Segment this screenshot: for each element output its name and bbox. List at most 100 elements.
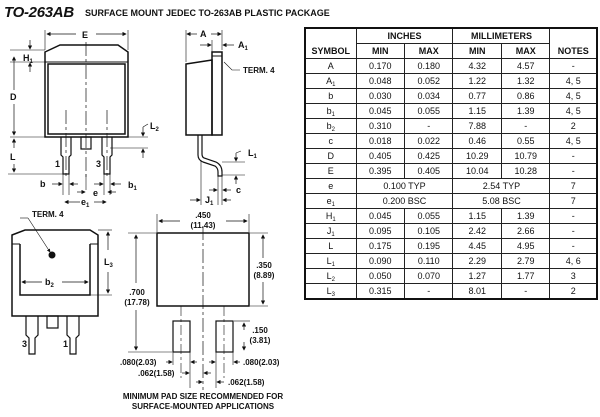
- notes-cell: 4, 5: [549, 133, 598, 149]
- symbol-cell: b: [304, 88, 357, 104]
- mm-max-cell: -: [500, 283, 551, 300]
- mm-min-cell: 1.15: [452, 103, 502, 119]
- svg-text:e1: e1: [81, 197, 90, 209]
- dimensions-table: SYMBOL INCHES MILLIMETERS NOTES MIN MAX …: [304, 27, 598, 300]
- svg-text:H1: H1: [23, 53, 34, 65]
- symbol-cell: H1: [304, 208, 357, 224]
- notes-cell: 4, 5: [549, 73, 598, 89]
- in-max-cell: 0.195: [403, 238, 454, 254]
- svg-text:c: c: [236, 185, 241, 195]
- mm-min-cell: 1.15: [452, 208, 502, 224]
- in-min-cell: 0.018: [355, 133, 406, 149]
- notes-cell: -: [549, 223, 598, 239]
- svg-text:A1: A1: [238, 40, 249, 52]
- in-max-cell: 0.052: [403, 73, 454, 89]
- mm-max-cell: 2.66: [500, 223, 551, 239]
- svg-text:.700: .700: [129, 288, 145, 297]
- mm-max-cell: 4.57: [500, 58, 551, 74]
- notes-cell: 4, 5: [549, 88, 598, 104]
- symbol-cell: L3: [304, 283, 357, 300]
- package-title: TO-263AB: [4, 4, 74, 21]
- svg-text:.450: .450: [195, 211, 211, 220]
- notes-cell: 4, 5: [549, 103, 598, 119]
- symbol-cell: L: [304, 238, 357, 254]
- mm-max-cell: 1.39: [500, 208, 551, 224]
- notes-cell: -: [549, 163, 598, 179]
- symbol-cell: L2: [304, 268, 357, 284]
- symbol-cell: c: [304, 133, 357, 149]
- svg-text:.080(2.03): .080(2.03): [243, 358, 280, 367]
- mm-max-cell: 1.39: [500, 103, 551, 119]
- mm-max-cell: 10.28: [500, 163, 551, 179]
- svg-text:.150: .150: [252, 326, 268, 335]
- in-min-cell: 0.048: [355, 73, 406, 89]
- symbol-cell: A1: [304, 73, 357, 89]
- in-min-cell: 0.170: [355, 58, 406, 74]
- mm-max-cell: 0.55: [500, 133, 551, 149]
- mm-min-cell: 1.27: [452, 268, 502, 284]
- mm-min-cell: 8.01: [452, 283, 502, 300]
- svg-text:.350: .350: [256, 261, 272, 270]
- symbol-cell: e1: [304, 193, 357, 209]
- mm-min-cell: 10.04: [452, 163, 502, 179]
- svg-text:b1: b1: [128, 180, 138, 192]
- package-drawing: 1 3 E H1 D L L2: [8, 29, 283, 411]
- mm-max-cell: -: [500, 118, 551, 134]
- notes-cell: -: [549, 148, 598, 164]
- header-notes: NOTES: [549, 27, 598, 59]
- mm-max-cell: 1.77: [500, 268, 551, 284]
- mm-span-cell: 2.54 TYP: [452, 178, 551, 194]
- notes-cell: 7: [549, 178, 598, 194]
- symbol-cell: J1: [304, 223, 357, 239]
- svg-text:e: e: [93, 188, 98, 198]
- in-max-cell: 0.034: [403, 88, 454, 104]
- mm-min-cell: 0.46: [452, 133, 502, 149]
- symbol-cell: E: [304, 163, 357, 179]
- mm-max-cell: 0.86: [500, 88, 551, 104]
- in-max-cell: 0.110: [403, 253, 454, 269]
- side-view: A A1 TERM. 4 L1 c J1: [185, 29, 275, 207]
- svg-text:D: D: [10, 92, 17, 102]
- symbol-cell: b2: [304, 118, 357, 134]
- mm-max-cell: 2.79: [500, 253, 551, 269]
- in-min-cell: 0.315: [355, 283, 406, 300]
- svg-text:3: 3: [22, 339, 27, 349]
- svg-text:1: 1: [55, 159, 60, 169]
- in-min-cell: 0.405: [355, 148, 406, 164]
- mm-max-cell: 1.32: [500, 73, 551, 89]
- svg-text:1: 1: [63, 339, 68, 349]
- svg-text:TERM. 4: TERM. 4: [243, 66, 275, 75]
- mm-min-cell: 4.45: [452, 238, 502, 254]
- mm-min-cell: 7.88: [452, 118, 502, 134]
- in-min-cell: 0.050: [355, 268, 406, 284]
- in-min-cell: 0.090: [355, 253, 406, 269]
- notes-cell: 4, 6: [549, 253, 598, 269]
- in-min-cell: 0.310: [355, 118, 406, 134]
- in-min-cell: 0.175: [355, 238, 406, 254]
- mm-min-cell: 1.22: [452, 73, 502, 89]
- in-min-cell: 0.045: [355, 103, 406, 119]
- svg-text:(3.81): (3.81): [250, 336, 271, 345]
- svg-text:A: A: [200, 29, 207, 39]
- mm-min-cell: 4.32: [452, 58, 502, 74]
- svg-text:.062(1.58): .062(1.58): [138, 369, 175, 378]
- notes-cell: 2: [549, 118, 598, 134]
- notes-cell: 3: [549, 268, 598, 284]
- svg-text:.062(1.58): .062(1.58): [228, 378, 265, 387]
- svg-text:3: 3: [96, 159, 101, 169]
- in-max-cell: 0.180: [403, 58, 454, 74]
- notes-cell: 7: [549, 193, 598, 209]
- header-in-min: MIN: [355, 43, 406, 59]
- mm-max-cell: 4.95: [500, 238, 551, 254]
- mm-min-cell: 2.29: [452, 253, 502, 269]
- header-in-max: MAX: [403, 43, 454, 59]
